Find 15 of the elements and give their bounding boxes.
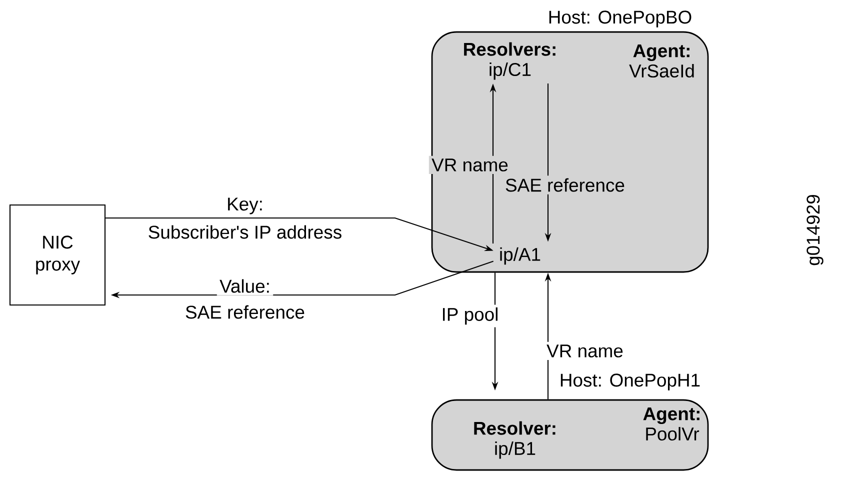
- edge-label: VR name: [428, 156, 512, 174]
- node-label: Host: OnePopH1: [560, 374, 700, 390]
- edge-label: Key:: [224, 195, 266, 217]
- figure-id: g014929: [806, 194, 824, 266]
- resolver-label: Resolver: ip/B1: [469, 418, 561, 462]
- resolver-label: Resolvers: ip/C1: [459, 38, 561, 84]
- caption-text: Subscriber's IP address: [148, 225, 342, 239]
- node-label: Host: OnePopBO: [549, 10, 692, 28]
- proxy-box: NIC proxy: [9, 204, 106, 306]
- edge-label: IP pool: [438, 304, 502, 328]
- resolver-label: ip/A1: [495, 244, 545, 268]
- caption-text: SAE reference: [186, 305, 304, 319]
- edge-label: SAE reference: [502, 176, 628, 194]
- edge-label: VR name: [544, 342, 626, 360]
- edge-label: Value:: [216, 276, 274, 296]
